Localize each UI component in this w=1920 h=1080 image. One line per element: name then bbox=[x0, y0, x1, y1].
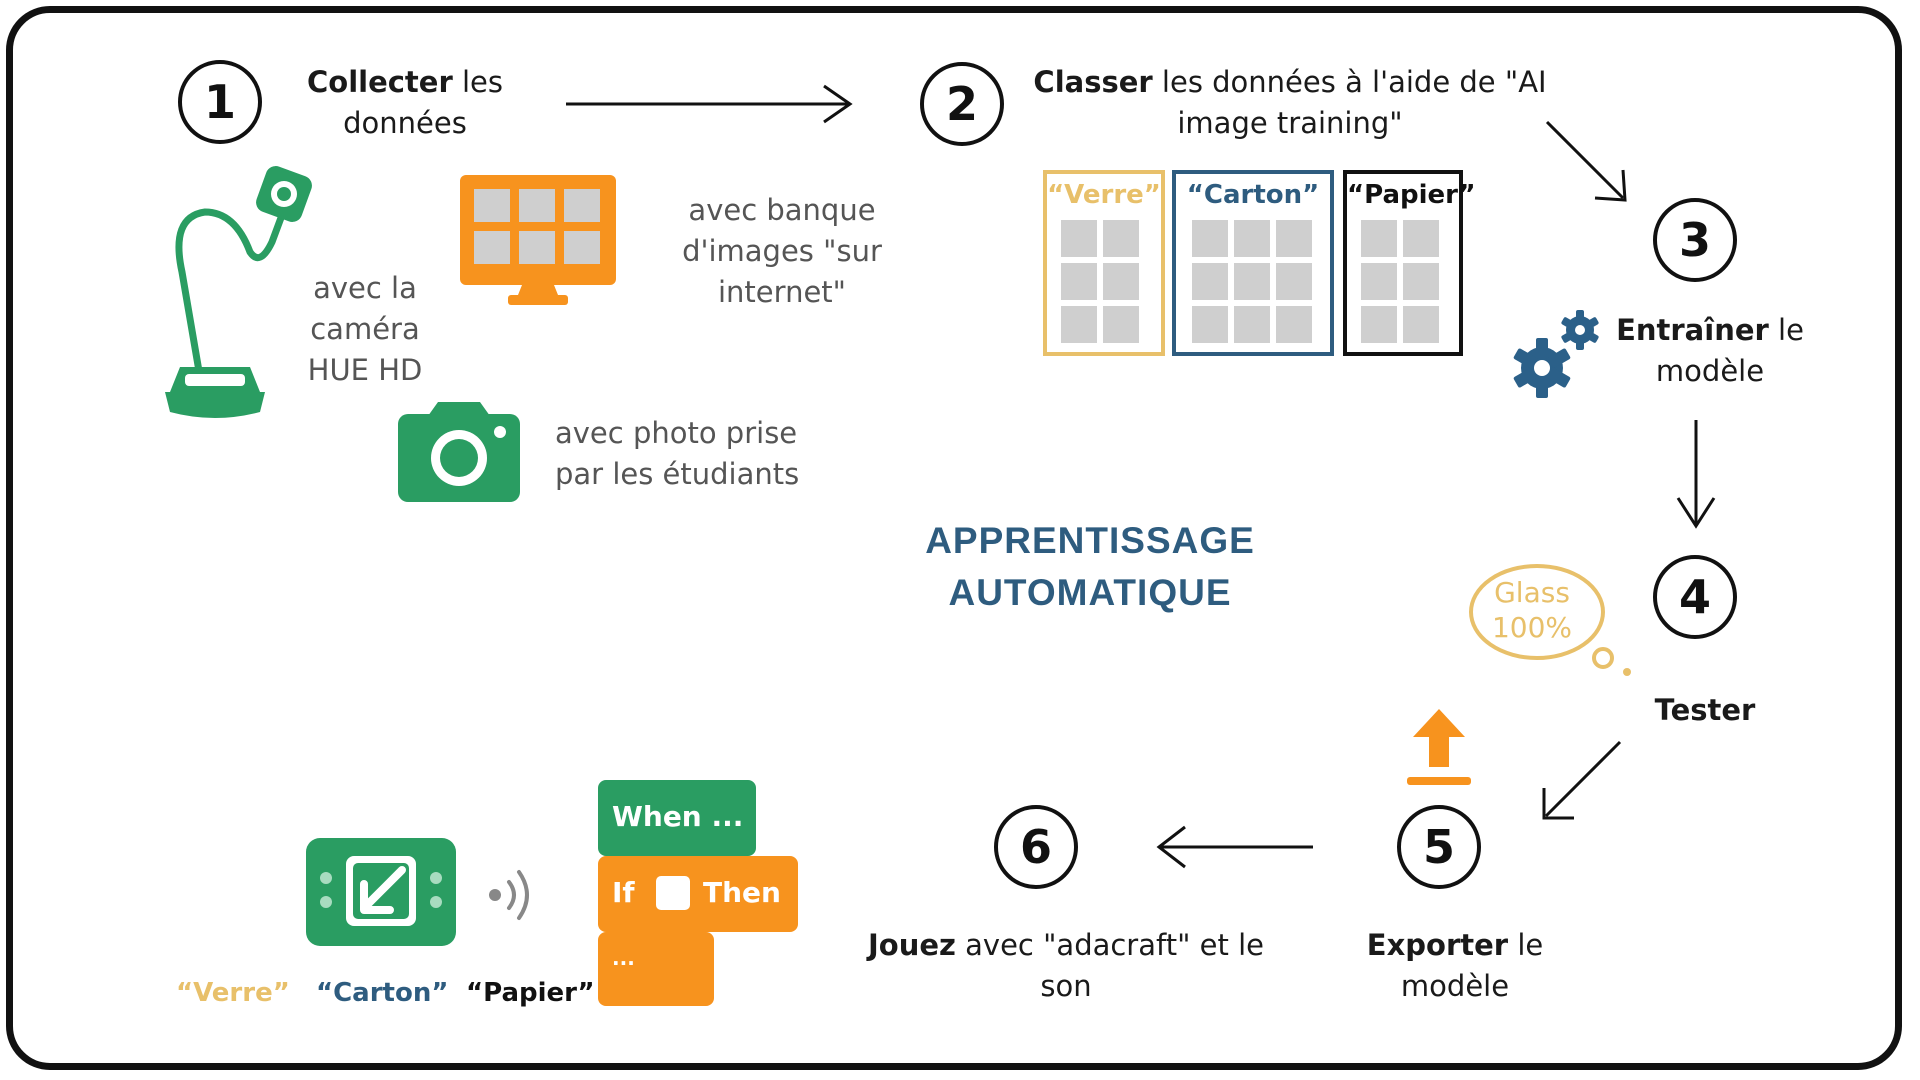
when-block: When ... bbox=[598, 780, 756, 856]
student-photo-camera-icon bbox=[398, 402, 520, 502]
step-5-number: 5 bbox=[1397, 805, 1481, 889]
step-4-number: 4 bbox=[1653, 555, 1737, 639]
step-1-number: 1 bbox=[178, 60, 262, 144]
category-panel-papier: “Papier” bbox=[1343, 170, 1476, 356]
bottom-label-verre: “Verre” bbox=[176, 978, 290, 1008]
arrow-1-to-2 bbox=[566, 84, 853, 124]
gears-icon bbox=[1513, 310, 1599, 398]
if-then-block: If Then bbox=[598, 856, 798, 932]
arrow-2-to-3 bbox=[1545, 120, 1627, 202]
step-6-number: 6 bbox=[994, 805, 1078, 889]
action-block: ... bbox=[598, 932, 714, 1006]
bottom-label-carton: “Carton” bbox=[316, 978, 449, 1008]
thought-bubble bbox=[1469, 564, 1631, 676]
if-condition-slot bbox=[656, 876, 690, 910]
arrow-5-to-6 bbox=[1156, 825, 1313, 869]
step-4-label: Tester bbox=[1654, 693, 1756, 727]
step-3-number: 3 bbox=[1653, 198, 1737, 282]
diagram-frame bbox=[6, 6, 1902, 1070]
arrow-4-to-5 bbox=[1542, 740, 1622, 820]
category-panel-carton: “Carton” bbox=[1172, 170, 1334, 356]
bottom-label-papier: “Papier” bbox=[466, 978, 595, 1008]
export-upload-icon bbox=[1407, 709, 1471, 785]
step-2-number: 2 bbox=[920, 62, 1004, 146]
arrow-3-to-4 bbox=[1676, 420, 1716, 529]
game-console-icon bbox=[306, 838, 456, 946]
category-panel-verre: “Verre” bbox=[1043, 170, 1165, 356]
hue-camera-icon bbox=[165, 166, 312, 418]
sound-waves-icon bbox=[489, 870, 529, 920]
image-bank-monitor-icon bbox=[460, 175, 616, 305]
